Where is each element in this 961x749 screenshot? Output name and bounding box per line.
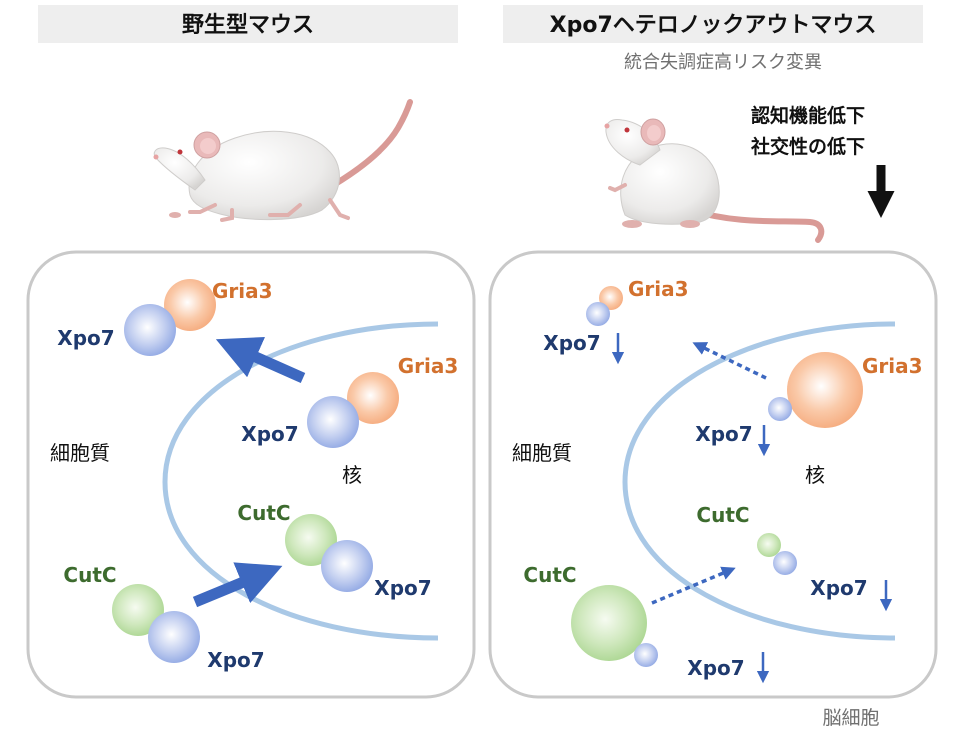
left-gria3-label-top: Gria3 <box>212 279 273 303</box>
right-xpo7-protein-top <box>586 302 610 326</box>
right-xpo7-label-top: Xpo7 <box>543 331 600 355</box>
right-cell-outline <box>488 250 938 699</box>
left-gria3-label-nucleus: Gria3 <box>398 354 459 378</box>
right-xpo7-protein-nucleus <box>768 397 792 421</box>
right-xpo7-protein-nucleus-2 <box>773 551 797 575</box>
right-xpo7-label-nucleus-2: Xpo7 <box>810 576 867 600</box>
right-subheader: 統合失調症高リスク変異 <box>624 52 822 73</box>
left-header-bg <box>38 5 458 43</box>
right-gria3-protein-nucleus <box>787 352 863 428</box>
left-cutc-label-nucleus: CutC <box>237 501 290 525</box>
left-gria3-protein-nucleus <box>347 372 399 424</box>
left-gria3-protein-top <box>164 279 216 331</box>
right-xpo7-label-cytoplasm: Xpo7 <box>687 656 744 680</box>
left-xpo7-protein-cytoplasm <box>148 611 200 663</box>
left-header: 野生型マウス <box>182 13 314 38</box>
right-gria3-label-top: Gria3 <box>628 277 689 301</box>
wildtype-mouse-illustration <box>153 99 413 222</box>
left-cutc-protein-nucleus <box>285 514 337 566</box>
right-export-arrow-dotted <box>692 342 767 380</box>
left-cytoplasm-label: 細胞質 <box>50 441 110 465</box>
right-gria3-label-nucleus: Gria3 <box>862 354 923 378</box>
left-import-arrow <box>192 562 283 608</box>
left-xpo7-protein-top <box>124 304 176 356</box>
left-nuclear-membrane <box>162 321 439 641</box>
left-xpo7-label-nucleus: Xpo7 <box>241 422 298 446</box>
right-xpo7-label-nucleus: Xpo7 <box>695 422 752 446</box>
right-cytoplasm-label: 細胞質 <box>512 441 572 465</box>
right-cutc-label-nucleus: CutC <box>696 503 749 527</box>
left-nucleus-label: 核 <box>342 463 362 487</box>
right-gria3-protein-top <box>599 286 623 310</box>
right-nuclear-membrane <box>622 321 896 641</box>
right-cutc-protein-cytoplasm <box>571 585 647 661</box>
knockout-mouse-illustration <box>604 118 825 243</box>
left-xpo7-label-cytoplasm: Xpo7 <box>207 648 264 672</box>
phenotype-sociality: 社交性の低下 <box>750 135 865 158</box>
left-cutc-protein-cytoplasm <box>112 584 164 636</box>
right-header: Xpo7ヘテロノックアウトマウス <box>550 13 877 38</box>
left-xpo7-protein-nucleus-2 <box>321 540 373 592</box>
phenotype-cognition: 認知機能低下 <box>751 104 865 127</box>
right-header-bg <box>503 5 923 43</box>
left-export-arrow <box>215 337 306 384</box>
brain-cell-label: 脳細胞 <box>822 707 879 729</box>
right-xpo7-protein-cytoplasm <box>634 643 658 667</box>
right-cutc-protein-nucleus <box>757 533 781 557</box>
right-import-arrow-dotted <box>651 566 736 605</box>
left-xpo7-label-nucleus-2: Xpo7 <box>374 576 431 600</box>
right-nucleus-label: 核 <box>805 463 825 487</box>
left-xpo7-label-top: Xpo7 <box>57 326 114 350</box>
left-cell-outline <box>26 250 476 699</box>
right-cutc-label-cytoplasm: CutC <box>523 563 576 587</box>
left-cutc-label-cytoplasm: CutC <box>63 563 116 587</box>
left-xpo7-protein-nucleus <box>307 396 359 448</box>
